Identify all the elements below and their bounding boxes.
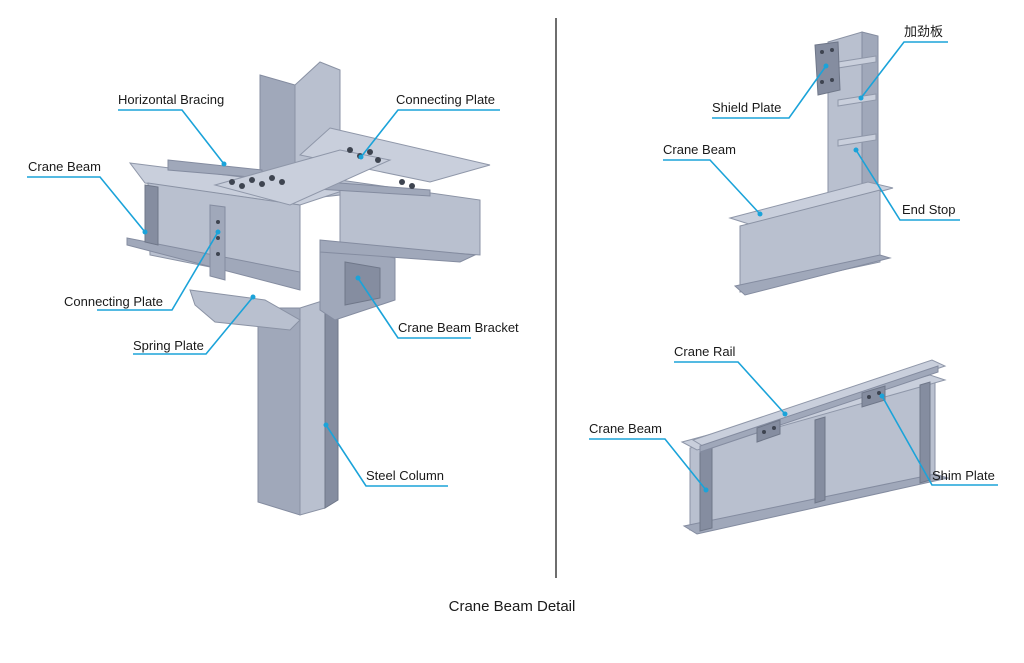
left-assembly	[126, 61, 491, 516]
figure-caption: Crane Beam Detail	[448, 598, 576, 615]
right-top-assembly	[728, 31, 894, 296]
right-bottom-assembly	[680, 359, 950, 535]
label-spring-plate: Spring Plate	[133, 338, 204, 353]
rb-stiffener-mid	[814, 416, 826, 504]
label-crane-beam-right-bottom: Crane Beam	[589, 421, 662, 436]
left-beam-end-stiffener	[144, 184, 159, 246]
label-crane-beam-right-top: Crane Beam	[663, 142, 736, 157]
panel-divider	[555, 18, 557, 578]
stiffener-2	[837, 133, 877, 147]
leader-lines	[27, 41, 998, 493]
rail-clip-left	[756, 419, 781, 443]
label-stiffener: 加劲板	[904, 24, 944, 39]
label-shield-plate: Shield Plate	[712, 100, 782, 115]
label-steel-column: Steel Column	[366, 468, 445, 483]
connecting-plate-top	[213, 149, 392, 206]
label-crane-beam-bracket: Crane Beam Bracket	[398, 320, 519, 335]
rear-beam-web	[339, 179, 481, 256]
right-top-beam-bottom	[733, 254, 892, 296]
right-top-beam-flange	[728, 181, 894, 227]
connecting-plate-vertical	[209, 204, 226, 281]
label-crane-beam-left: Crane Beam	[28, 159, 101, 174]
label-shim-plate: Shim Plate	[932, 468, 995, 483]
steel-column-edge	[324, 295, 339, 509]
bolt-group	[216, 147, 415, 256]
shield-plate	[814, 41, 841, 96]
label-crane-rail: Crane Rail	[674, 344, 736, 359]
label-horizontal-bracing: Horizontal Bracing	[118, 92, 225, 107]
label-connecting-plate-left: Connecting Plate	[64, 294, 164, 309]
rear-beam-bottom-flange	[319, 239, 477, 263]
spring-plate	[189, 289, 301, 331]
label-end-stop: End Stop	[902, 202, 956, 217]
right-bottom-beam-bottom-flange	[682, 473, 950, 535]
steel-column-web	[257, 307, 301, 516]
rear-beam-top-flange	[298, 127, 491, 183]
steel-column-flange	[299, 299, 326, 516]
label-connecting-plate-top: Connecting Plate	[396, 92, 496, 107]
